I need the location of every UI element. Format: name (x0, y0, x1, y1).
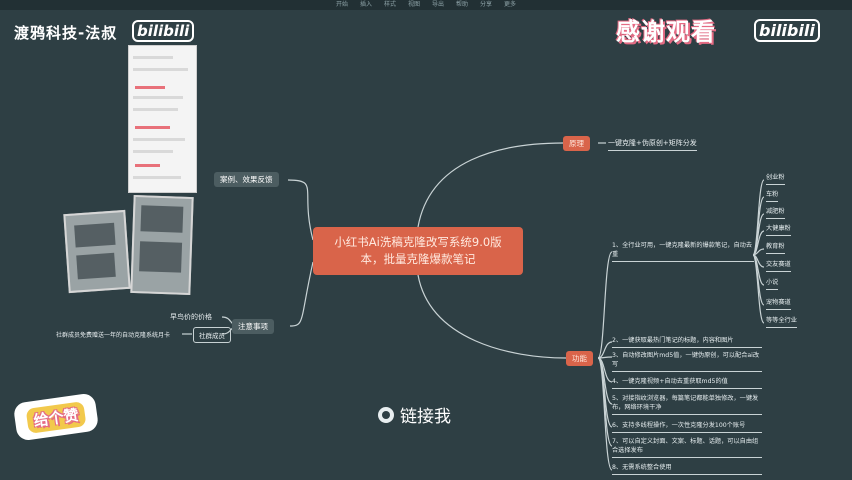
node-early-price: 早鸟价的价格 (170, 313, 212, 321)
industry-item: 车粉 (766, 190, 779, 202)
feature-item: 7、可以自定义封面、文案、标题、话题，可以自由组合选择发布 (612, 437, 762, 458)
contact-me[interactable]: 链接我 (378, 402, 451, 427)
like-sticker-text: 给个赞 (26, 400, 86, 434)
industry-item: 等等全行业 (766, 316, 797, 328)
central-topic[interactable]: 小红书Ai洗稿克隆改写系统9.0版本，批量克隆爆款笔记 (313, 227, 523, 275)
node-principle-detail: 一键克隆+伪原创+矩阵分发 (608, 138, 697, 151)
industry-item: 教育粉 (766, 242, 785, 254)
menu-item[interactable]: 开始 (335, 1, 348, 8)
menu-item[interactable]: 更多 (504, 1, 517, 8)
contact-label: 链接我 (400, 407, 451, 427)
feature-item: 1、全行业可用，一键克隆最新的爆款笔记，自动去重 (612, 241, 754, 262)
chat-icon (378, 406, 394, 423)
industry-item: 宠物赛道 (766, 298, 791, 310)
feature-item: 3、自动修改图片md5值，一键伪原创，可以配合ai改写 (612, 351, 762, 372)
bilibili-logo-right: bilibili (754, 19, 820, 42)
industry-item: 创业粉 (766, 173, 785, 185)
thanks-title: 感谢观看 (616, 18, 716, 46)
industry-item: 大健康粉 (766, 224, 791, 236)
menu-item[interactable]: 视图 (407, 1, 420, 8)
node-features[interactable]: 功能 (566, 351, 593, 366)
brand-title: 渡鸦科技-法叔 (14, 24, 118, 42)
menu-item[interactable]: 帮助 (456, 1, 469, 8)
bilibili-logo-left: bilibili (132, 20, 195, 42)
node-notes[interactable]: 注意事项 (232, 319, 274, 334)
industry-item: 减肥粉 (766, 207, 785, 219)
feature-item: 2、一键获取最热门笔记的标题，内容和图片 (612, 336, 762, 348)
feature-item: 4、一键克隆视频+自动去重获取md5的值 (612, 377, 762, 389)
menu-item[interactable]: 导出 (432, 1, 445, 8)
feature-item: 5、对接指纹浏览器，每篇笔记都能单独修改，一键发布，网络环境干净 (612, 394, 762, 415)
node-community[interactable]: 社群成员 (193, 327, 231, 343)
menu-item[interactable]: 样式 (383, 1, 396, 8)
industry-item: 交友赛道 (766, 260, 791, 272)
feature-item: 6、支持多线程操作，一次性克隆分发100个账号 (612, 421, 762, 433)
top-menu: 开始 插入 样式 视图 导出 帮助 分享 更多 (0, 0, 852, 10)
menu-item[interactable]: 插入 (359, 1, 372, 8)
node-cases[interactable]: 案例、效果反馈 (214, 172, 279, 187)
case-screenshot-phone (128, 45, 197, 193)
node-principle[interactable]: 原理 (563, 136, 590, 151)
case-screenshot-photo (130, 194, 194, 296)
node-community-note: 社群成员免费赠送一年的自动克隆系统月卡 (56, 332, 171, 339)
menu-item[interactable]: 分享 (480, 1, 493, 8)
feature-item: 8、无需系统整合使用 (612, 463, 762, 475)
industry-item: 小说 (766, 278, 779, 290)
case-screenshot-photo (63, 209, 131, 294)
